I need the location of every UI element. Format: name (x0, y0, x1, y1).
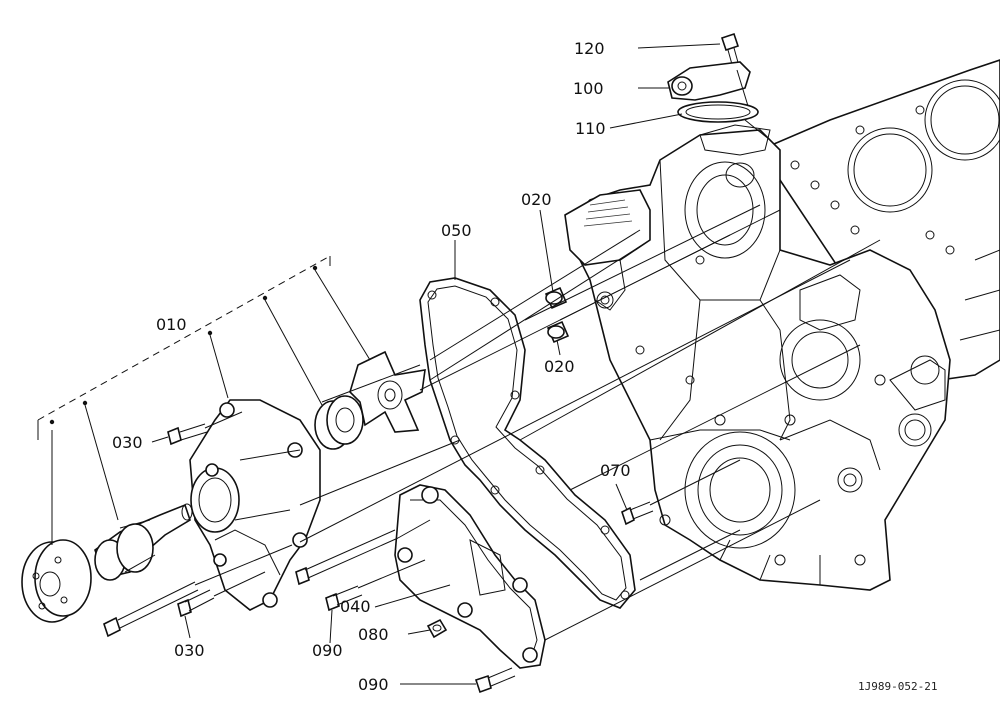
callout-labels: 120 100 110 020 050 010 020 030 070 040 … (112, 39, 937, 694)
gasket-050 (419, 277, 636, 609)
water-pump-body (189, 330, 321, 611)
stud-070 (621, 501, 654, 526)
callout-080: 080 (358, 625, 389, 644)
callout-040: 040 (340, 597, 371, 616)
callout-050: 050 (441, 221, 472, 240)
callout-020-lower: 020 (544, 357, 575, 376)
bolt-090-lower (474, 667, 516, 694)
impeller (312, 265, 426, 433)
leader-lines (151, 43, 721, 685)
long-bolt-left (103, 581, 199, 638)
assembly-bracket-010 (37, 255, 331, 440)
pump-shaft-bearing (82, 400, 193, 581)
engine-block (564, 59, 1000, 591)
callout-110: 110 (575, 119, 606, 138)
callout-030-upper: 030 (112, 433, 143, 452)
projection-lines (194, 69, 881, 641)
bolt-090-upper (325, 585, 363, 612)
callout-010: 010 (156, 315, 187, 334)
pump-cover-040 (394, 484, 546, 669)
drawing-code: 1J989-052-21 (858, 680, 937, 693)
callout-030-lower: 030 (174, 641, 205, 660)
nut-080 (426, 618, 448, 639)
bolt-030-upper (167, 423, 208, 446)
pulley-flange (21, 419, 92, 623)
callout-020-upper: 020 (521, 190, 552, 209)
callout-090-lower: 090 (358, 675, 389, 694)
mechanical-seal (262, 295, 364, 450)
callout-090-upper: 090 (312, 641, 343, 660)
callout-070: 070 (600, 461, 631, 480)
thermostat-parts (667, 32, 759, 123)
callout-100: 100 (573, 79, 604, 98)
bolt-030-lower (177, 589, 215, 618)
stud-left-040 (295, 529, 399, 586)
dowel-sleeves-020 (544, 286, 570, 344)
callout-120: 120 (574, 39, 605, 58)
